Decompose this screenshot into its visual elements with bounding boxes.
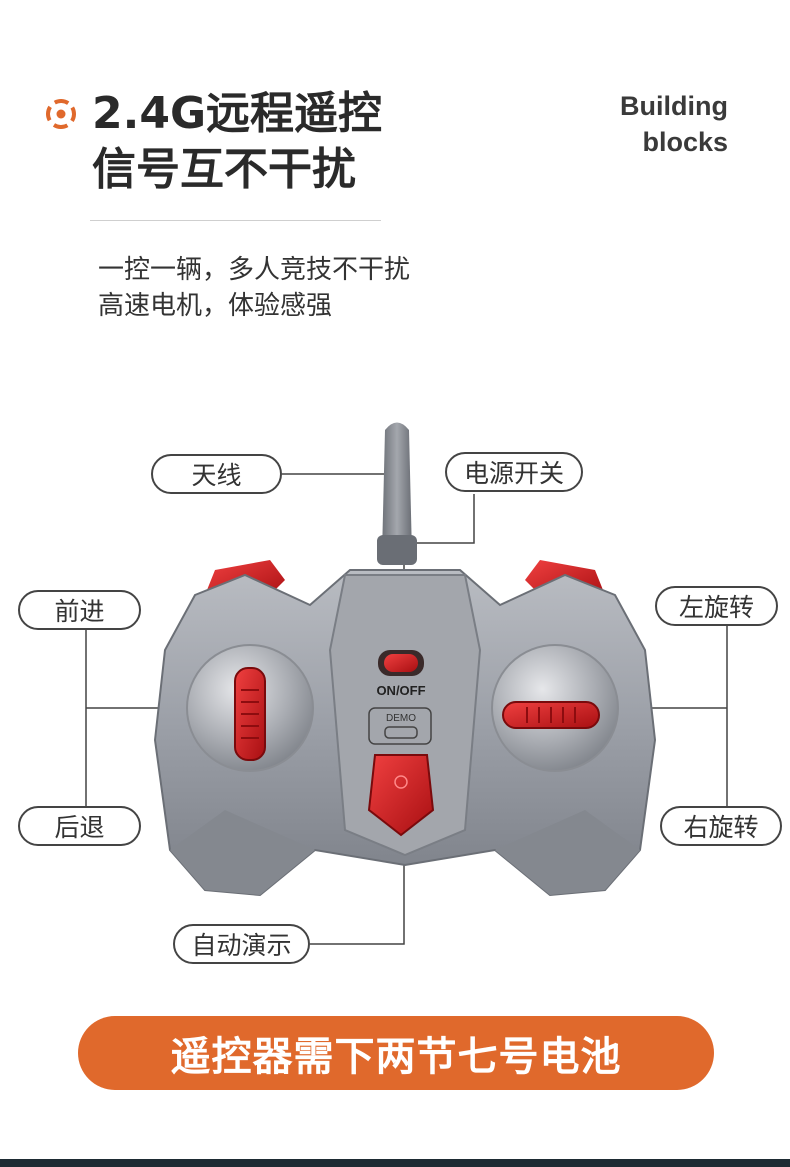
brand-line-1: Building	[620, 91, 728, 121]
remote-controller: ON/OFF DEMO	[153, 422, 657, 897]
description-line-2: 高速电机，体验感强	[98, 291, 333, 321]
callout-rotate-right: 右旋转	[660, 806, 782, 846]
demo-label: DEMO	[386, 713, 416, 724]
title-line-1: 2.4G远程遥控	[92, 88, 383, 139]
brand-line-2: blocks	[642, 127, 728, 157]
callout-antenna: 天线	[151, 454, 282, 494]
callout-auto-demo: 自动演示	[173, 924, 310, 964]
callout-forward: 前进	[18, 590, 141, 630]
title-line-2: 信号互不干扰	[92, 144, 356, 195]
title-divider	[90, 220, 381, 221]
page-title: 2.4G远程遥控 信号互不干扰	[92, 86, 382, 198]
footer-bar	[0, 1159, 790, 1167]
callout-rotate-left: 左旋转	[655, 586, 778, 626]
description: 一控一辆，多人竞技不干扰 高速电机，体验感强	[98, 252, 410, 324]
callout-backward: 后退	[18, 806, 141, 846]
onoff-label: ON/OFF	[376, 683, 425, 698]
target-icon	[46, 99, 76, 129]
brand-text: Building blocks	[620, 88, 728, 160]
callout-power-switch: 电源开关	[445, 452, 583, 492]
battery-notice-banner: 遥控器需下两节七号电池	[78, 1016, 714, 1090]
description-line-1: 一控一辆，多人竞技不干扰	[98, 255, 411, 285]
